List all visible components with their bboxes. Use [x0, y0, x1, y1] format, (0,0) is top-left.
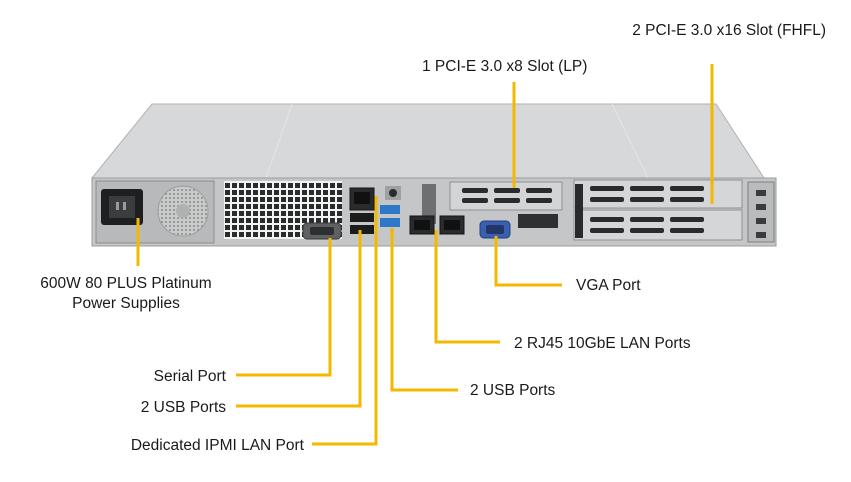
id-button-cluster	[385, 184, 436, 224]
serial-port-connector	[302, 222, 342, 240]
label-pcie-x16: 2 PCI-E 3.0 x16 Slot (FHFL)	[632, 22, 826, 39]
label-lan: 2 RJ45 10GbE LAN Ports	[514, 335, 691, 352]
ipmi-usb-stack	[349, 187, 375, 234]
vga-port-connector	[479, 220, 511, 239]
low-profile-pcie-bracket	[449, 181, 563, 228]
server-chassis	[90, 103, 777, 247]
label-psu-line1: 600W 80 PLUS Platinum	[40, 275, 211, 292]
leader-lines	[136, 64, 714, 446]
label-serial: Serial Port	[154, 368, 227, 385]
label-vga: VGA Port	[576, 277, 641, 294]
label-pcie-x8: 1 PCI-E 3.0 x8 Slot (LP)	[422, 58, 587, 75]
label-usb-left: 2 USB Ports	[141, 399, 227, 416]
leader-usb-right	[390, 228, 458, 392]
label-ipmi: Dedicated IPMI LAN Port	[131, 437, 305, 454]
callout-labels: 2 PCI-E 3.0 x16 Slot (FHFL) 1 PCI-E 3.0 …	[40, 22, 826, 454]
leader-usb-left	[236, 230, 362, 408]
leader-ipmi	[312, 196, 378, 446]
label-usb-right: 2 USB Ports	[470, 382, 556, 399]
leader-vga	[494, 236, 562, 287]
chassis-right-rail	[747, 181, 775, 243]
power-supply-module	[95, 180, 215, 244]
chassis-top-surface	[90, 103, 765, 179]
rj45-lan-ports	[409, 215, 465, 235]
blue-usb-ports	[380, 205, 400, 227]
leader-lan	[434, 230, 500, 344]
label-psu-line2: Power Supplies	[72, 295, 180, 312]
full-height-pcie-brackets	[573, 179, 743, 241]
leader-serial	[236, 238, 332, 377]
